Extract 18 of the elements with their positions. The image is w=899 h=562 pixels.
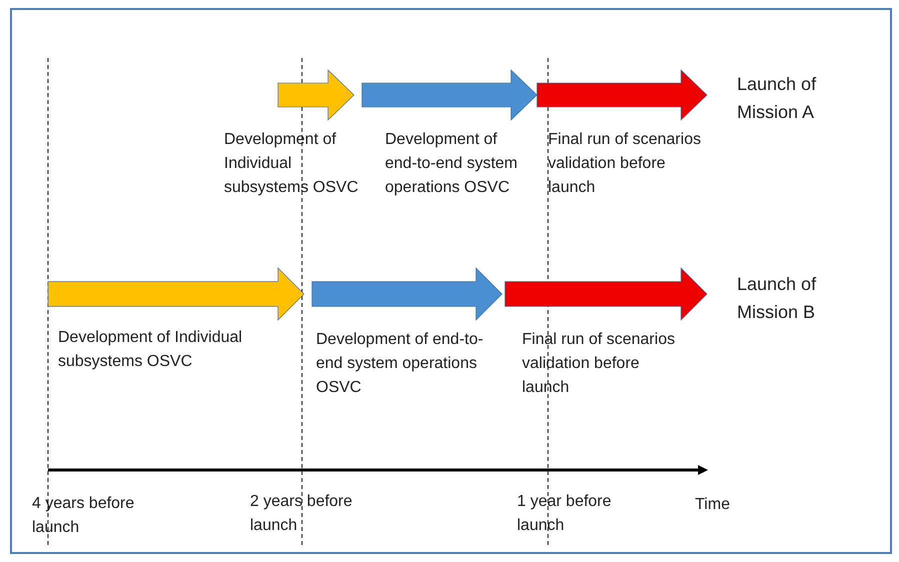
time-tick-label: 4 years before launch: [32, 494, 136, 538]
time-tick-label: 1 year before launch: [517, 492, 612, 536]
time-tick-label: 2 years before launch: [250, 492, 354, 536]
phase-description: Development of end-to-end system operations OSVC: [385, 130, 519, 198]
phase-bar: [537, 70, 707, 120]
phase-bar: [362, 70, 537, 120]
axis-title: Time: [695, 495, 731, 515]
phase-description: Development of Individual subsystems OSVC: [224, 130, 360, 198]
phase-bar: [278, 70, 354, 120]
phase-description: Final run of scenarios validation before launch: [522, 330, 676, 398]
phase-description: Development of end-to-end system operations OSVC: [316, 330, 484, 398]
launch-label: Launch of Mission B: [737, 273, 818, 324]
launch-label: Launch of Mission A: [737, 73, 818, 124]
phase-description: Development of Individual subsystems OSVC: [58, 328, 244, 372]
phase-bar: [312, 268, 502, 320]
phase-description: Final run of scenarios validation before launch: [548, 130, 702, 198]
phase-bar: [505, 268, 707, 320]
phase-bar: [48, 268, 304, 320]
